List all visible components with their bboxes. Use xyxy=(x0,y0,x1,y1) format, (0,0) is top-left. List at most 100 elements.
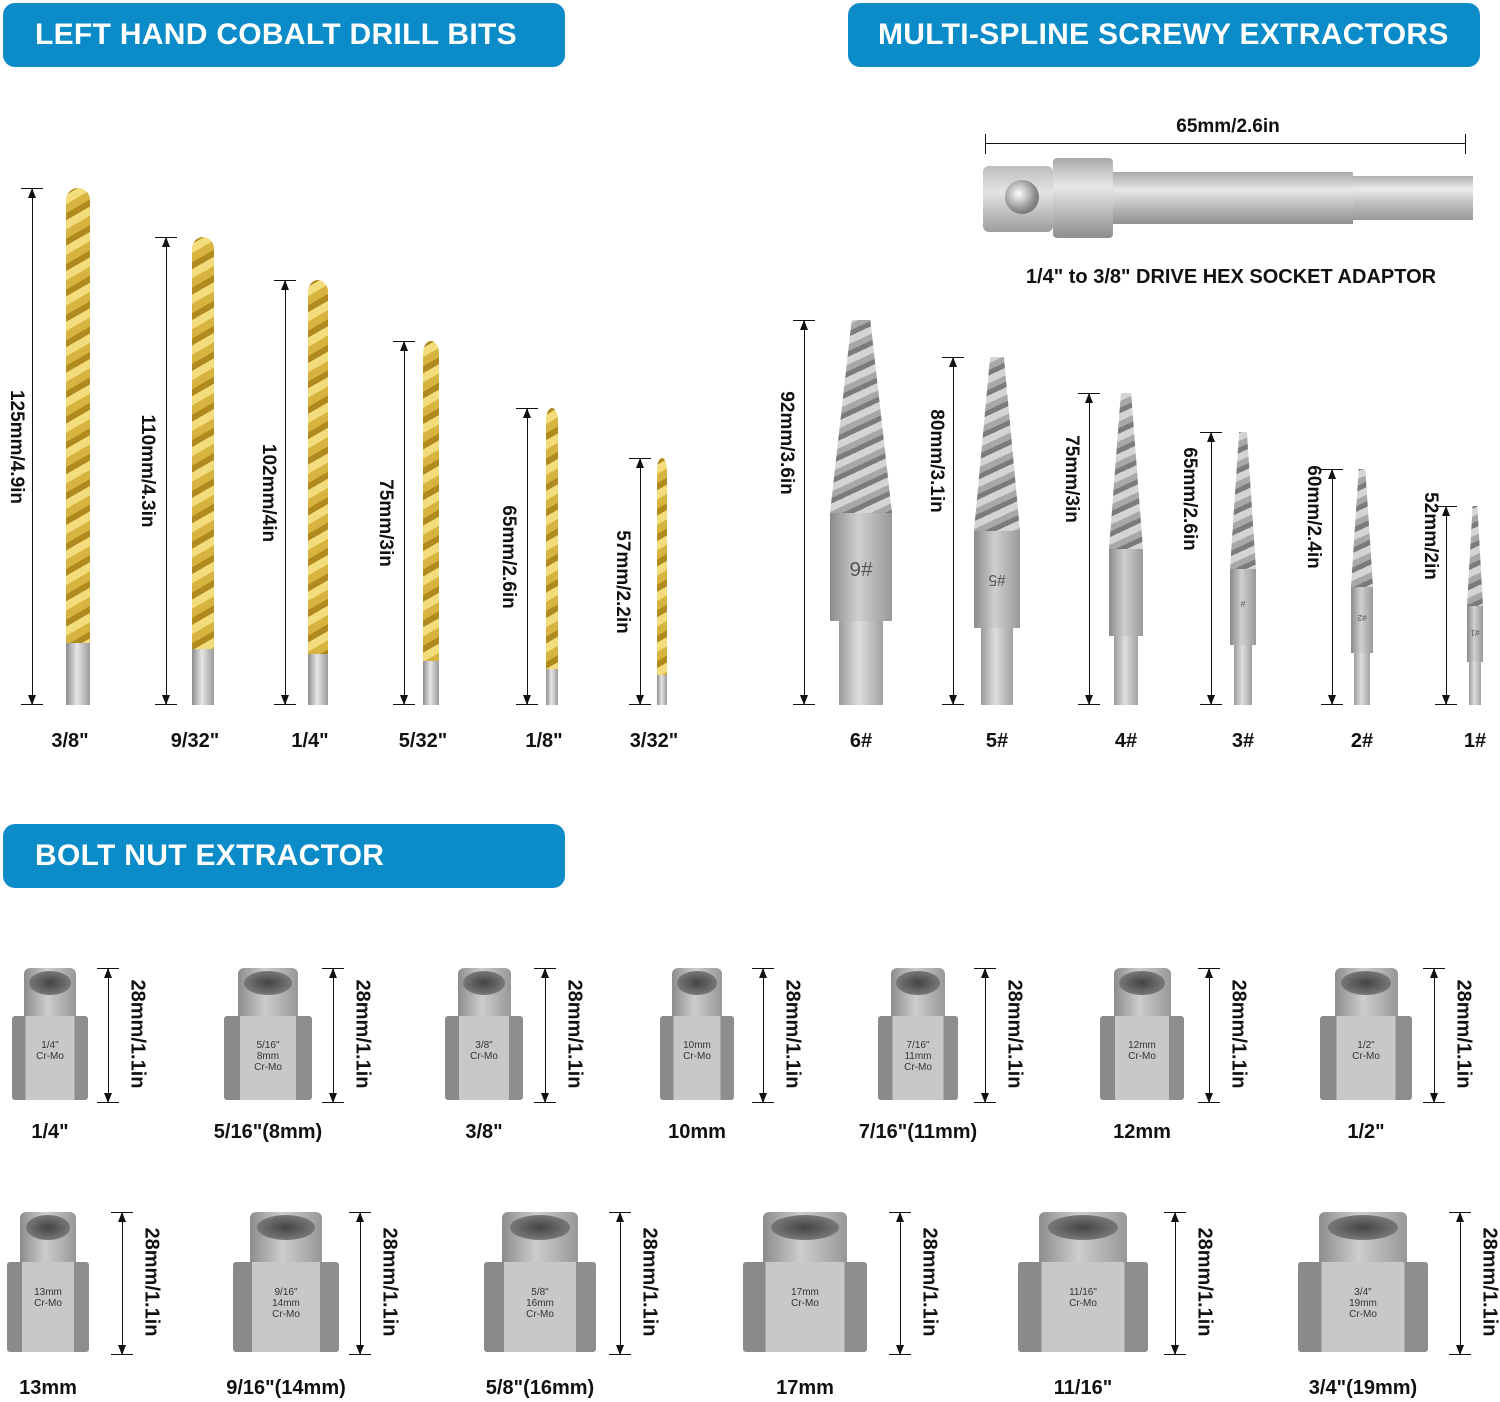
arrow-icon xyxy=(523,695,531,705)
drill-length-label: 75mm/3in xyxy=(375,479,396,567)
nut-size-label: 3/8" xyxy=(465,1121,503,1143)
nut-length-dimension xyxy=(1164,1212,1186,1355)
drill-bit-image xyxy=(308,280,328,705)
arrow-icon xyxy=(329,968,337,978)
extractor-mark: #5 xyxy=(988,570,1006,588)
nut-length-label: 28mm/1.1in xyxy=(638,1227,661,1337)
arrow-icon xyxy=(759,968,767,978)
arrow-icon xyxy=(400,341,408,351)
arrow-icon xyxy=(1456,1345,1464,1355)
engraving-text: 8mm xyxy=(256,1050,280,1062)
arrow-icon xyxy=(616,1345,624,1355)
extractor-length-label: 60mm/2.4in xyxy=(1303,465,1324,569)
nut-size-label: 5/8"(16mm) xyxy=(485,1377,595,1399)
drill-length-dimension xyxy=(516,408,538,705)
arrow-icon xyxy=(949,695,957,705)
screw-extractor-image: # xyxy=(1230,432,1256,705)
nut-length-dimension xyxy=(1449,1212,1471,1355)
engraving-text: 1/2" xyxy=(1357,1039,1375,1051)
drill-length-label: 65mm/2.6in xyxy=(498,504,519,609)
adaptor-length-label: 65mm/2.6in xyxy=(1176,116,1280,137)
nut-size-label: 1/2" xyxy=(1347,1121,1385,1143)
drill-size-label: 9/32" xyxy=(170,730,220,752)
engraving-text: Cr-Mo xyxy=(904,1061,932,1073)
arrow-icon xyxy=(1430,968,1438,978)
extractor-length-dimension xyxy=(942,357,964,705)
engraving-text: 1/4" xyxy=(41,1039,59,1051)
bolt-extractor-image: 11/16"Cr-Mo xyxy=(1018,1212,1148,1352)
nut-size-label: 7/16"(11mm) xyxy=(858,1121,978,1143)
drill-bits-header: LEFT HAND COBALT DRILL BITS xyxy=(3,3,565,67)
drill-size-label: 5/32" xyxy=(398,730,448,752)
engraving-text: 16mm xyxy=(526,1298,554,1310)
arrow-icon xyxy=(616,1212,624,1222)
arrow-icon xyxy=(541,1093,549,1103)
arrow-icon xyxy=(1430,1093,1438,1103)
nut-length-label: 28mm/1.1in xyxy=(1452,979,1475,1089)
nut-length-label: 28mm/1.1in xyxy=(1227,979,1250,1089)
engraving-text: Cr-Mo xyxy=(1349,1309,1377,1321)
extractor-size-label: 1# xyxy=(1463,730,1487,752)
extractor-length-label: 80mm/3.1in xyxy=(926,409,947,513)
engraving-text: Cr-Mo xyxy=(36,1050,64,1062)
nut-length-label: 28mm/1.1in xyxy=(1003,979,1026,1089)
drill-size-label: 1/4" xyxy=(291,730,329,752)
nut-size-label: 12mm xyxy=(1113,1121,1171,1143)
drill-length-dimension xyxy=(155,237,177,705)
drill-length-label: 57mm/2.2in xyxy=(612,529,633,634)
drill-size-label: 1/8" xyxy=(525,730,563,752)
screw-extractor-image: #5 xyxy=(974,357,1020,705)
nut-length-dimension xyxy=(1423,968,1445,1103)
extractor-length-dimension xyxy=(1200,432,1222,705)
screw-extractor-image: #6 xyxy=(830,320,892,705)
arrow-icon xyxy=(1456,1212,1464,1222)
adaptor-caption: 1/4" to 3/8" DRIVE HEX SOCKET ADAPTOR xyxy=(1025,266,1437,288)
arrow-icon xyxy=(1328,695,1336,705)
engraving-text: 3/8" xyxy=(475,1039,493,1051)
extractor-length-dimension xyxy=(793,320,815,705)
arrow-icon xyxy=(949,357,957,367)
extractor-size-label: 3# xyxy=(1231,730,1255,752)
extractor-length-dimension xyxy=(1435,506,1457,705)
nut-length-label: 28mm/1.1in xyxy=(1193,1227,1216,1337)
engraving-text: 7/16" xyxy=(906,1039,930,1051)
arrow-icon xyxy=(1205,1093,1213,1103)
extractor-mark: #2 xyxy=(1357,613,1367,623)
extractor-length-dimension xyxy=(1078,393,1100,705)
arrow-icon xyxy=(1207,432,1215,442)
arrow-icon xyxy=(759,1093,767,1103)
nut-length-label: 28mm/1.1in xyxy=(126,979,149,1089)
engraving-text: Cr-Mo xyxy=(1352,1050,1380,1062)
nut-length-dimension xyxy=(889,1212,911,1355)
nut-length-label: 28mm/1.1in xyxy=(140,1227,163,1337)
drill-length-label: 110mm/4.3in xyxy=(137,414,158,528)
arrow-icon xyxy=(28,188,36,198)
arrow-icon xyxy=(896,1212,904,1222)
engraving-text: Cr-Mo xyxy=(254,1061,282,1073)
drill-length-dimension xyxy=(629,458,651,705)
extractor-length-label: 65mm/2.6in xyxy=(1179,446,1200,551)
arrow-icon xyxy=(1171,1345,1179,1355)
nut-size-label: 1/4" xyxy=(31,1121,69,1143)
nut-size-label: 17mm xyxy=(776,1377,834,1399)
extractor-mark: #1 xyxy=(1470,628,1480,638)
nut-length-dimension xyxy=(534,968,556,1103)
arrow-icon xyxy=(1328,469,1336,479)
nut-size-label: 3/4"(19mm) xyxy=(1308,1377,1418,1399)
screw-extractor-image: #1 xyxy=(1467,506,1483,705)
nut-length-label: 28mm/1.1in xyxy=(563,979,586,1089)
engraving-text: 19mm xyxy=(1349,1298,1377,1310)
arrow-icon xyxy=(541,968,549,978)
engraving-text: 17mm xyxy=(791,1287,819,1299)
arrow-icon xyxy=(28,695,36,705)
engraving-text: Cr-Mo xyxy=(683,1050,711,1062)
arrow-icon xyxy=(981,1093,989,1103)
engraving-text: 14mm xyxy=(272,1298,300,1310)
arrow-icon xyxy=(356,1345,364,1355)
drill-bit-image xyxy=(66,188,90,705)
nut-length-dimension xyxy=(974,968,996,1103)
engraving-text: Cr-Mo xyxy=(470,1050,498,1062)
